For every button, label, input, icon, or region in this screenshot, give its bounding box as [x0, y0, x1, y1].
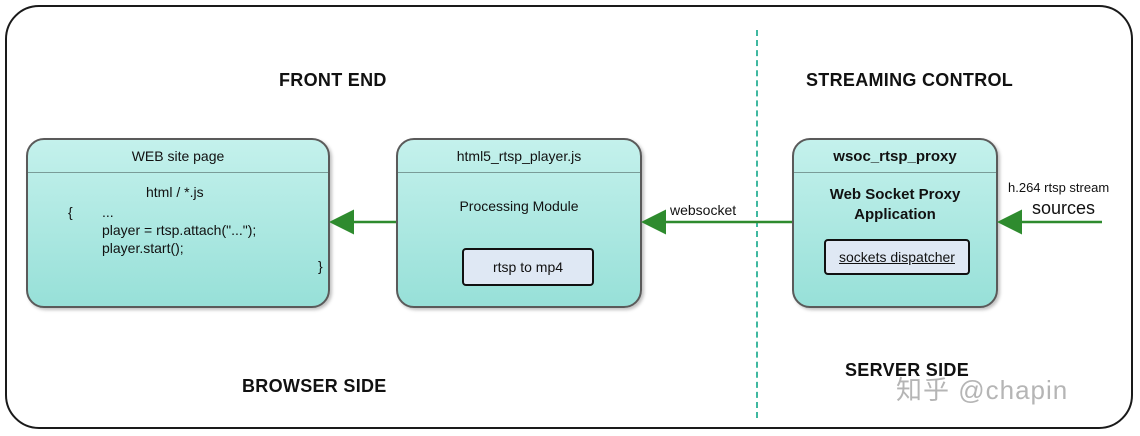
wsoc-rtsp-proxy-title: wsoc_rtsp_proxy: [794, 140, 996, 173]
processing-module-label: Processing Module: [459, 198, 579, 214]
code-line-close-brace: }: [318, 258, 323, 274]
wsoc-rtsp-proxy-box: wsoc_rtsp_proxy Web Socket Proxy Applica…: [792, 138, 998, 308]
diagram-frame: [5, 5, 1133, 429]
code-line-html-js: html / *.js: [146, 184, 204, 200]
streaming-control-label: STREAMING CONTROL: [806, 70, 1014, 90]
rtsp-player-title: html5_rtsp_player.js: [398, 140, 640, 173]
code-line-start: player.start();: [102, 240, 184, 256]
zone-divider: [756, 30, 758, 418]
watermark: 知乎 @chapin: [896, 375, 1069, 405]
browser-side-label: BROWSER SIDE: [242, 376, 387, 396]
rtsp-to-mp4-chip: rtsp to mp4: [462, 248, 594, 286]
code-line-attach: player = rtsp.attach("...");: [102, 222, 257, 238]
source-label-line2: sources: [1032, 198, 1096, 218]
application-label: Application: [854, 206, 936, 223]
web-site-page-title: WEB site page: [28, 140, 328, 173]
front-end-label: FRONT END: [279, 70, 387, 90]
source-label-line1: h.264 rtsp stream: [1008, 180, 1110, 195]
code-line-open-brace: {: [68, 204, 73, 220]
server-side-label: SERVER SIDE: [845, 360, 970, 380]
code-line-ellipsis: ...: [102, 204, 114, 220]
websocket-label: websocket: [670, 202, 737, 218]
rtsp-player-box: html5_rtsp_player.js Processing Module r…: [396, 138, 642, 308]
web-site-page-box: WEB site page html / *.js { ... player =…: [26, 138, 330, 308]
web-socket-proxy-label: Web Socket Proxy: [829, 186, 961, 203]
sockets-dispatcher-chip: sockets dispatcher: [824, 239, 970, 275]
